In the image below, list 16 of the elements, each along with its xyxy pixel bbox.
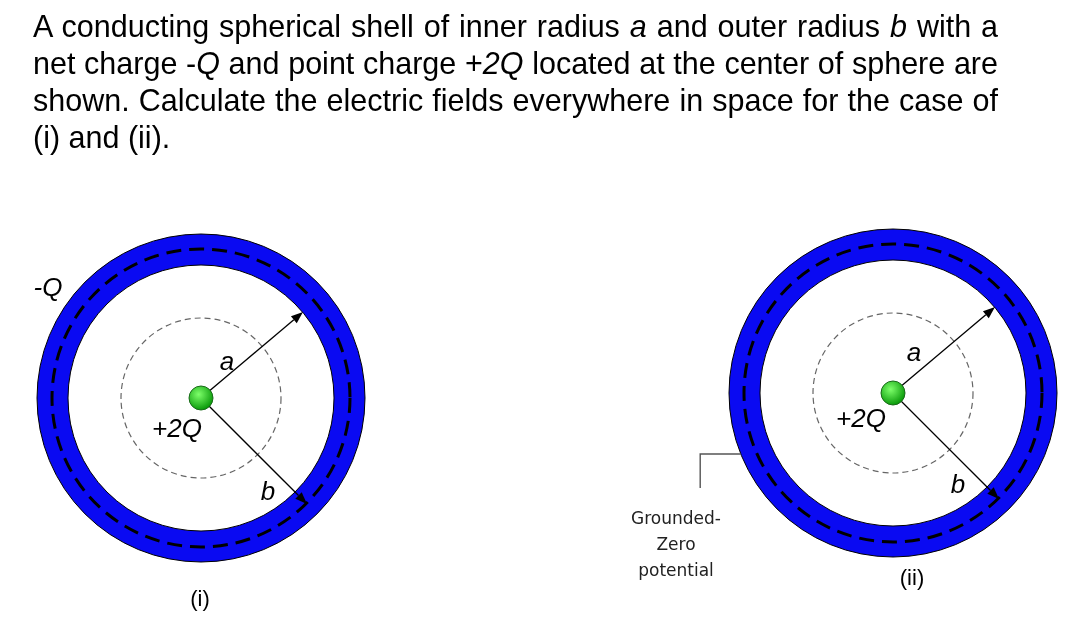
charge-label: +2Q	[152, 412, 202, 444]
radius-label: a	[906, 336, 922, 368]
annotation-text: Grounded- Zero potential	[630, 507, 722, 582]
leader-line	[699, 453, 742, 489]
radius-label: b	[260, 475, 276, 507]
charge-label: -Q	[33, 271, 63, 303]
radius-label: b	[950, 468, 966, 500]
point-charge	[880, 380, 906, 406]
figure-label: (ii)	[899, 565, 925, 591]
conducting-shell	[36, 233, 366, 563]
point-charge	[188, 385, 214, 411]
figure-label: (i)	[190, 586, 210, 612]
radius-label: a	[219, 345, 235, 377]
charge-label: +2Q	[836, 402, 886, 434]
conducting-shell	[728, 228, 1058, 558]
question-text: A conducting spherical shell of inner radius a and outer radius b with a net charge -Q and point charge +2Q located at the center of sphere are shown. Calculate the electric fields everywhere in space for the case of (i) and (ii).	[33, 8, 998, 156]
